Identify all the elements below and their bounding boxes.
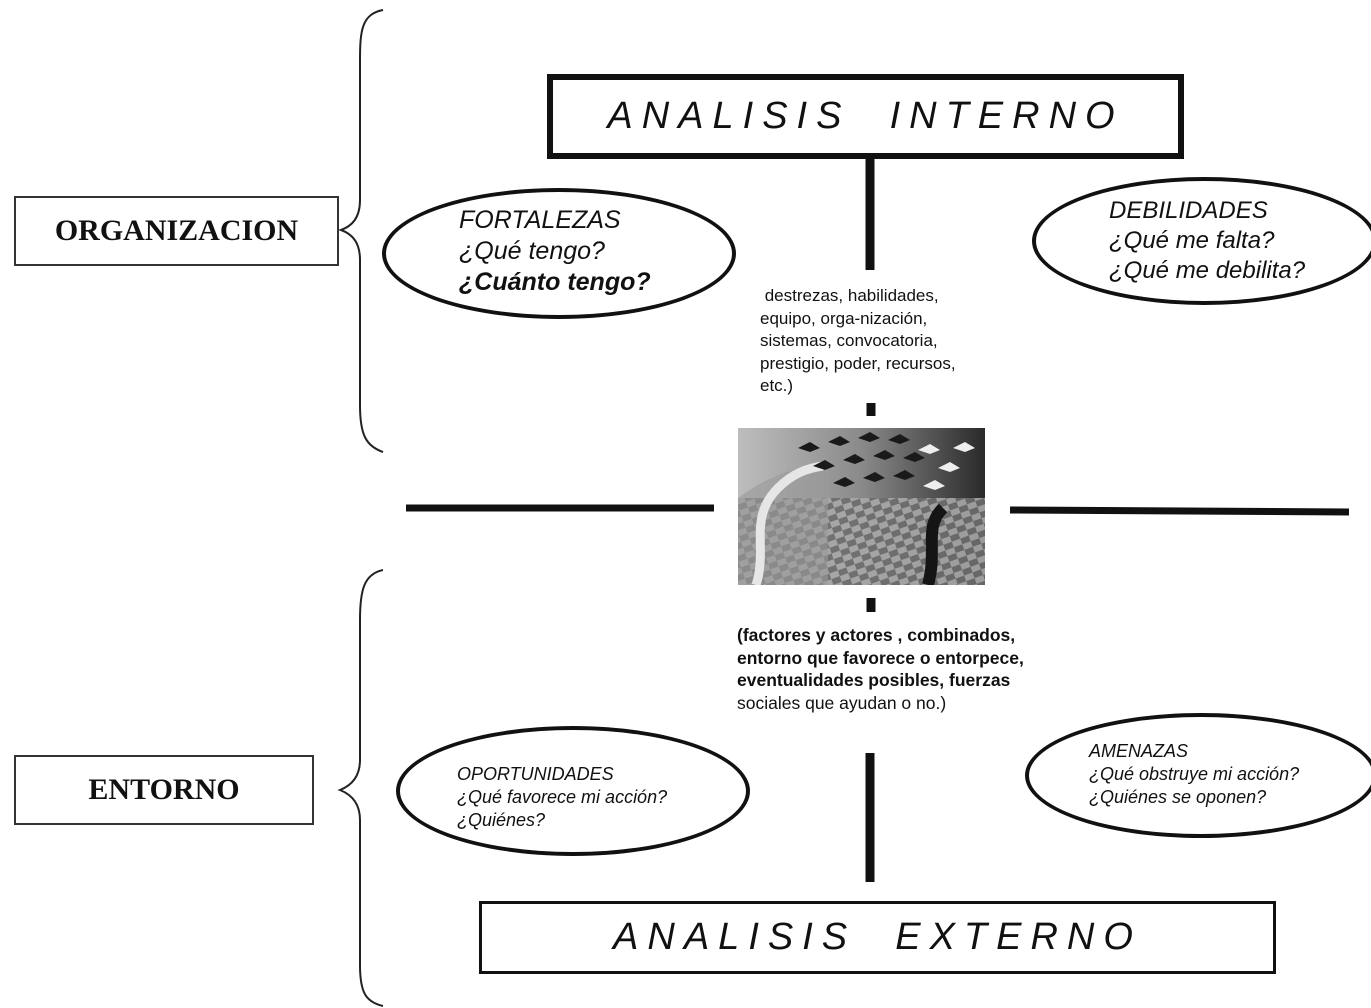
internal-factors-note: destrezas, habilidades, equipo, orga-niz…	[760, 285, 956, 398]
amenazas-oval	[1025, 713, 1371, 838]
oportunidades-q1: ¿Qué favorece mi acción?	[457, 787, 668, 807]
organizacion-text: ORGANIZACION	[54, 214, 299, 247]
debilidades-q1: ¿Qué me falta?	[1109, 227, 1275, 254]
external-note-line: (factores y actores , combinados,	[737, 625, 1016, 645]
fortalezas-text: FORTALEZAS ¿Qué tengo? ¿Cuánto tengo?	[459, 205, 651, 298]
external-note-line: entorno que favorece o entorpece,	[737, 647, 1024, 668]
internal-note-line: etc.)	[760, 376, 794, 395]
fortalezas-oval	[382, 188, 736, 319]
entorno-label: ENTORNO	[14, 755, 314, 825]
debilidades-text: DEBILIDADES ¿Qué me falta? ¿Qué me debil…	[1109, 196, 1305, 286]
oportunidades-text: OPORTUNIDADES ¿Qué favorece mi acción? ¿…	[457, 763, 667, 832]
horizontal-divider-right	[1009, 506, 1350, 516]
external-factors-note: (factores y actores , combinados, entorn…	[737, 624, 1024, 714]
amenazas-title: AMENAZAS	[1089, 741, 1189, 761]
fortalezas-title: FORTALEZAS	[459, 206, 621, 234]
organizacion-label: ORGANIZACION	[14, 196, 339, 266]
internal-note-line: equipo, orga-nización,	[760, 308, 928, 328]
debilidades-q2: ¿Qué me debilita?	[1109, 257, 1306, 284]
internal-note-line: prestigio, poder, recursos,	[760, 353, 956, 373]
internal-note-line: destrezas, habilidades,	[760, 286, 939, 305]
oportunidades-title: OPORTUNIDADES	[457, 764, 614, 784]
internal-note-line: sistemas, convocatoria,	[760, 331, 938, 350]
organizacion-brace	[338, 9, 384, 453]
amenazas-q1: ¿Qué obstruye mi acción?	[1089, 764, 1300, 784]
oportunidades-oval	[396, 726, 750, 856]
debilidades-title: DEBILIDADES	[1109, 197, 1268, 224]
fortalezas-q1: ¿Qué tengo?	[459, 237, 605, 265]
analisis-interno-title: ANALISIS INTERNO	[607, 95, 1124, 137]
oportunidades-q2: ¿Quiénes?	[457, 810, 546, 830]
analisis-externo-title: ANALISIS EXTERNO	[613, 916, 1142, 958]
amenazas-q2: ¿Quiénes se oponen?	[1089, 787, 1267, 807]
external-note-line: eventualidades posibles, fuerzas	[737, 670, 1011, 690]
analisis-interno-box: ANALISIS INTERNO	[547, 74, 1184, 159]
entorno-text: ENTORNO	[88, 773, 240, 806]
fortalezas-q2: ¿Cuánto tengo?	[459, 268, 651, 296]
analisis-externo-box: ANALISIS EXTERNO	[479, 901, 1276, 974]
amenazas-text: AMENAZAS ¿Qué obstruye mi acción? ¿Quién…	[1089, 740, 1299, 809]
entorno-brace	[337, 569, 384, 1007]
external-note-line: sociales que ayudan o no.)	[737, 692, 947, 713]
debilidades-oval	[1032, 177, 1371, 305]
center-artwork-image	[738, 428, 985, 585]
